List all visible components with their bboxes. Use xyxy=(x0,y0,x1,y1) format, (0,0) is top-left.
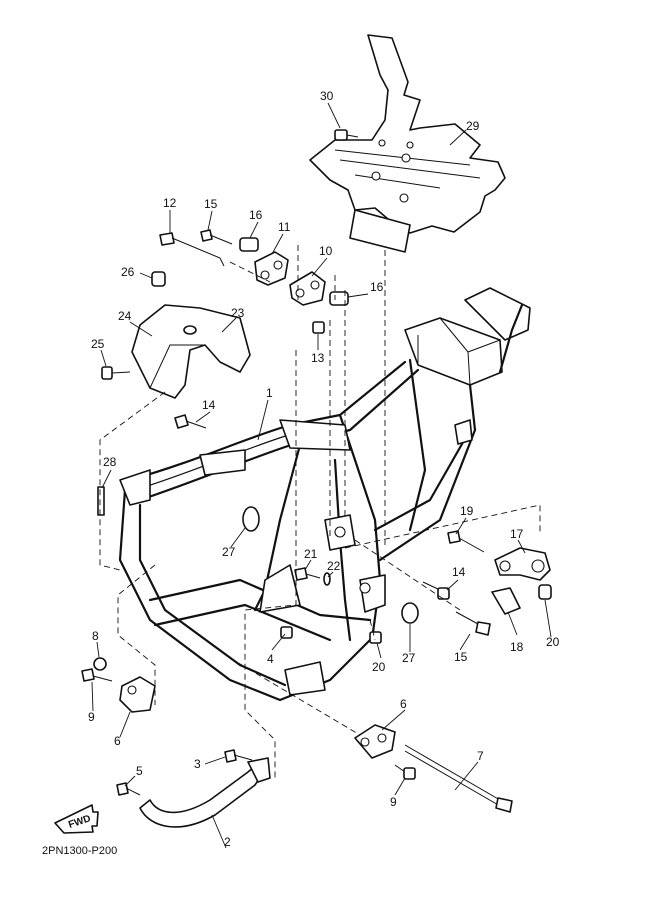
callout-8: 8 xyxy=(92,629,99,643)
bolt-14b xyxy=(422,581,450,600)
callout-30: 30 xyxy=(320,89,334,103)
bolt-15b xyxy=(455,611,491,636)
callout-13: 13 xyxy=(311,351,325,365)
collar-16b xyxy=(329,291,349,306)
bolt-21 xyxy=(294,567,321,581)
collar-18 xyxy=(491,587,521,615)
bolt-5 xyxy=(116,782,141,796)
leader-lines xyxy=(91,102,552,849)
collar-16a xyxy=(239,237,259,252)
bolt-19 xyxy=(447,530,485,553)
callout-27a: 27 xyxy=(222,545,236,559)
callout-24: 24 xyxy=(118,309,132,323)
callout-28: 28 xyxy=(103,455,117,469)
bolt-30 xyxy=(334,129,359,141)
washer-22 xyxy=(323,572,331,586)
callout-2: 2 xyxy=(224,835,231,849)
callout-23: 23 xyxy=(231,306,245,320)
callout-21: 21 xyxy=(304,547,318,561)
washer-8 xyxy=(93,657,107,671)
callout-14a: 14 xyxy=(202,398,216,412)
callout-15b: 15 xyxy=(454,650,468,664)
callout-9b: 9 xyxy=(390,795,397,809)
callout-12: 12 xyxy=(163,196,177,210)
callout-29: 29 xyxy=(466,119,480,133)
assembly-lines xyxy=(99,245,541,780)
headlight-bracket xyxy=(131,304,251,399)
callout-20a: 20 xyxy=(372,660,386,674)
callout-labels: 1 2 3 4 5 6 6 7 8 9 9 10 11 12 13 14 14 … xyxy=(88,89,560,849)
damper-26 xyxy=(151,271,166,287)
fwd-arrow-icon: FWD xyxy=(54,804,99,834)
callout-19: 19 xyxy=(460,504,474,518)
bracket-10 xyxy=(289,271,326,306)
bolt-12 xyxy=(159,232,225,267)
callout-3: 3 xyxy=(194,757,201,771)
callout-5: 5 xyxy=(136,764,143,778)
down-tube-2 xyxy=(139,757,271,828)
callout-17: 17 xyxy=(510,527,524,541)
callout-18: 18 xyxy=(510,640,524,654)
damper-27a xyxy=(242,506,260,532)
callout-7: 7 xyxy=(477,749,484,763)
bolt-3 xyxy=(224,749,253,763)
callout-16b: 16 xyxy=(370,280,384,294)
bracket-17 xyxy=(494,547,551,581)
callout-14b: 14 xyxy=(452,565,466,579)
nut-20b xyxy=(369,631,382,644)
strap-28 xyxy=(97,486,105,516)
seat-bracket-plate xyxy=(309,34,506,253)
bolt-25 xyxy=(101,366,131,380)
callout-15a: 15 xyxy=(204,197,218,211)
long-bolt-7 xyxy=(404,744,513,813)
damper-27b xyxy=(401,602,419,624)
callout-26: 26 xyxy=(121,265,135,279)
bolt-9b xyxy=(394,764,416,780)
callout-4: 4 xyxy=(267,652,274,666)
callout-20b: 20 xyxy=(546,635,560,649)
callout-1: 1 xyxy=(266,386,273,400)
bracket-11 xyxy=(254,251,289,286)
bolt-14a xyxy=(174,414,207,429)
callout-27b: 27 xyxy=(402,651,416,665)
diagram-code: 2PN1300-P200 xyxy=(42,845,117,857)
engine-bracket-6a xyxy=(119,676,156,713)
callout-10: 10 xyxy=(319,244,333,258)
main-frame xyxy=(118,287,531,702)
callout-16a: 16 xyxy=(249,208,263,222)
nut-13 xyxy=(312,321,325,334)
bolt-9a xyxy=(81,668,113,682)
engine-bracket-6b xyxy=(354,724,396,759)
callout-6a: 6 xyxy=(114,734,121,748)
callout-11: 11 xyxy=(278,220,291,234)
bolt-15a xyxy=(200,229,233,245)
callout-22: 22 xyxy=(327,559,341,573)
callout-25: 25 xyxy=(91,337,105,351)
callout-9a: 9 xyxy=(88,710,95,724)
nut-20a xyxy=(538,584,552,600)
callout-6b: 6 xyxy=(400,697,407,711)
